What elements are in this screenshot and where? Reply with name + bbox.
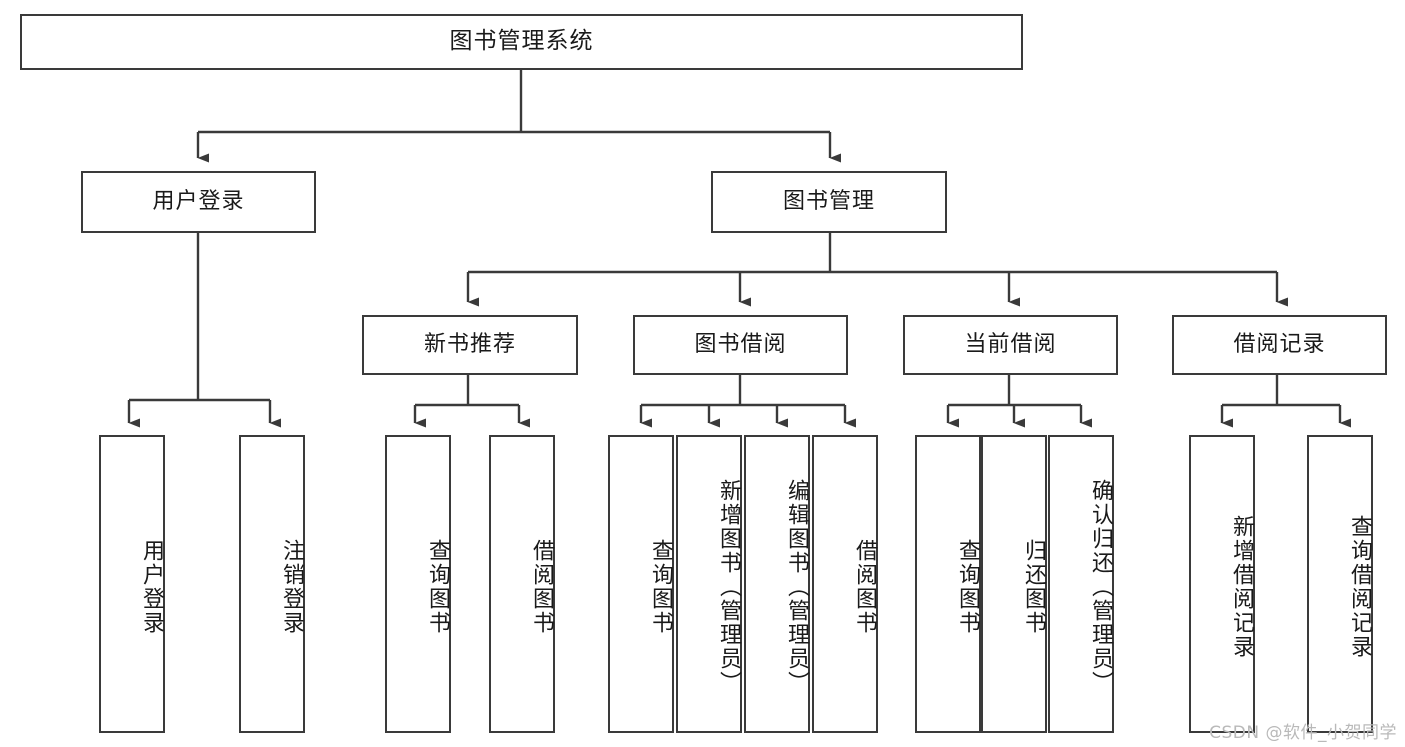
leaf-user-login[interactable]: 用户登录 — [99, 435, 165, 733]
leaf-add-borrow-record[interactable]: 新增借阅记录 — [1189, 435, 1255, 733]
leaf-label: 确认归还（管理员） — [1088, 479, 1113, 695]
leaf-label: 编辑图书（管理员） — [784, 479, 809, 695]
leaf-label: 查询图书 — [648, 539, 673, 635]
leaf-label: 查询图书 — [425, 539, 450, 635]
leaf-edit-book-admin[interactable]: 编辑图书（管理员） — [744, 435, 810, 733]
leaf-label: 归还图书 — [1021, 539, 1046, 635]
leaf-label: 新增借阅记录 — [1229, 515, 1254, 659]
leaf-borrow-book[interactable]: 借阅图书 — [812, 435, 878, 733]
leaf-label: 注销登录 — [279, 539, 304, 635]
node-new-book-recommendation[interactable]: 新书推荐 — [362, 315, 578, 375]
leaf-label: 查询借阅记录 — [1347, 515, 1372, 659]
leaf-add-book-admin[interactable]: 新增图书（管理员） — [676, 435, 742, 733]
leaf-label: 新增图书（管理员） — [716, 479, 741, 695]
leaf-label: 借阅图书 — [529, 539, 554, 635]
node-borrowing-records[interactable]: 借阅记录 — [1172, 315, 1387, 375]
leaf-label: 用户登录 — [139, 539, 164, 635]
node-root-book-management-system[interactable]: 图书管理系统 — [20, 14, 1023, 70]
node-book-management[interactable]: 图书管理 — [711, 171, 947, 233]
leaf-query-book-new-recommendation[interactable]: 查询图书 — [385, 435, 451, 733]
leaf-logout[interactable]: 注销登录 — [239, 435, 305, 733]
leaf-return-book[interactable]: 归还图书 — [981, 435, 1047, 733]
leaf-label: 借阅图书 — [852, 539, 877, 635]
leaf-confirm-return-admin[interactable]: 确认归还（管理员） — [1048, 435, 1114, 733]
node-current-borrowing[interactable]: 当前借阅 — [903, 315, 1118, 375]
node-user-login[interactable]: 用户登录 — [81, 171, 316, 233]
node-book-borrowing[interactable]: 图书借阅 — [633, 315, 848, 375]
leaf-query-book-borrowing[interactable]: 查询图书 — [608, 435, 674, 733]
leaf-query-borrow-record[interactable]: 查询借阅记录 — [1307, 435, 1373, 733]
watermark-text: CSDN @软件_小贺同学 — [1209, 723, 1397, 743]
leaf-borrow-book-new-recommendation[interactable]: 借阅图书 — [489, 435, 555, 733]
leaf-label: 查询图书 — [955, 539, 980, 635]
leaf-query-book-current[interactable]: 查询图书 — [915, 435, 981, 733]
